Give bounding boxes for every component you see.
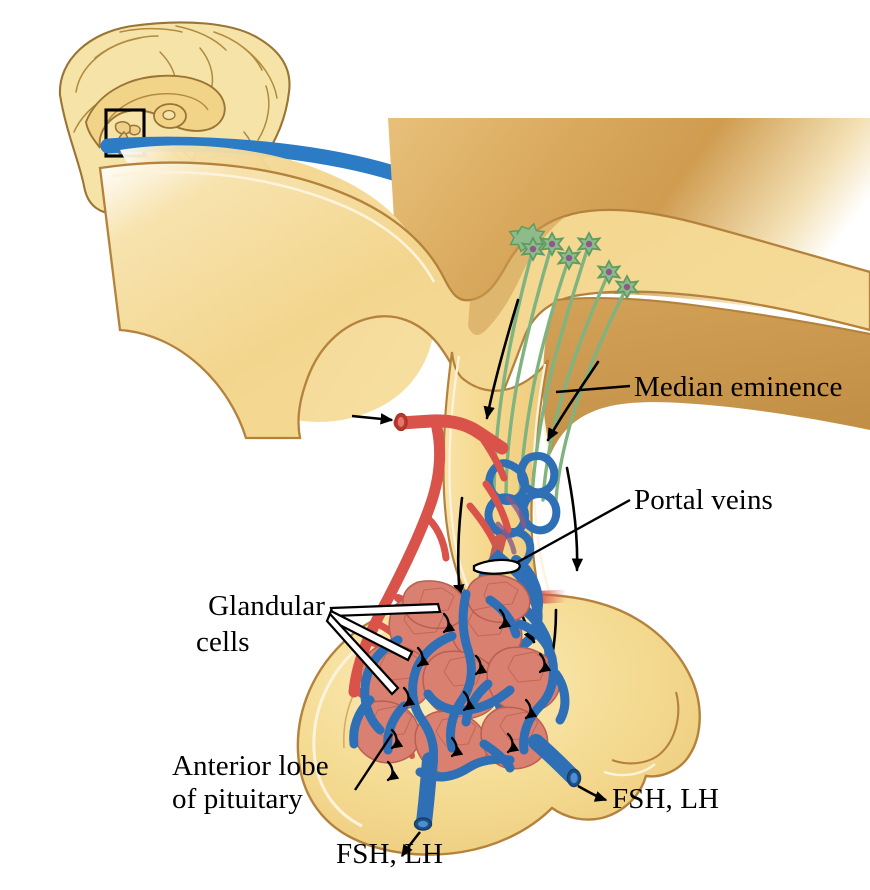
neuron-somas [520,231,640,300]
primary-capillary-plexus [466,428,561,571]
leader-fsh-lh-right [577,784,608,802]
efferent-veins [413,734,582,831]
leader-portal-veins-loop [472,558,521,575]
label-glandular-cells-line1: Glandular [208,590,325,622]
label-anterior-lobe-line2: of pituitary [172,783,303,815]
leader-lines [325,384,631,858]
leader-median-eminence [555,384,631,394]
label-fsh-lh-bottom: FSH, LH [336,838,444,870]
label-glandular-cells-line2: cells [196,626,250,658]
leader-anterior-lobe [353,733,394,791]
hypothalamus-tissue [98,118,870,600]
label-portal-veins: Portal veins [634,484,773,516]
leader-glandular-cells [325,602,442,696]
label-median-eminence: Median eminence [634,371,843,403]
leader-portal-veins [515,498,631,565]
leader-fsh-lh-bottom [400,831,421,858]
label-anterior-lobe-line1: Anterior lobe [172,750,329,782]
label-fsh-lh-right: FSH, LH [612,783,720,815]
